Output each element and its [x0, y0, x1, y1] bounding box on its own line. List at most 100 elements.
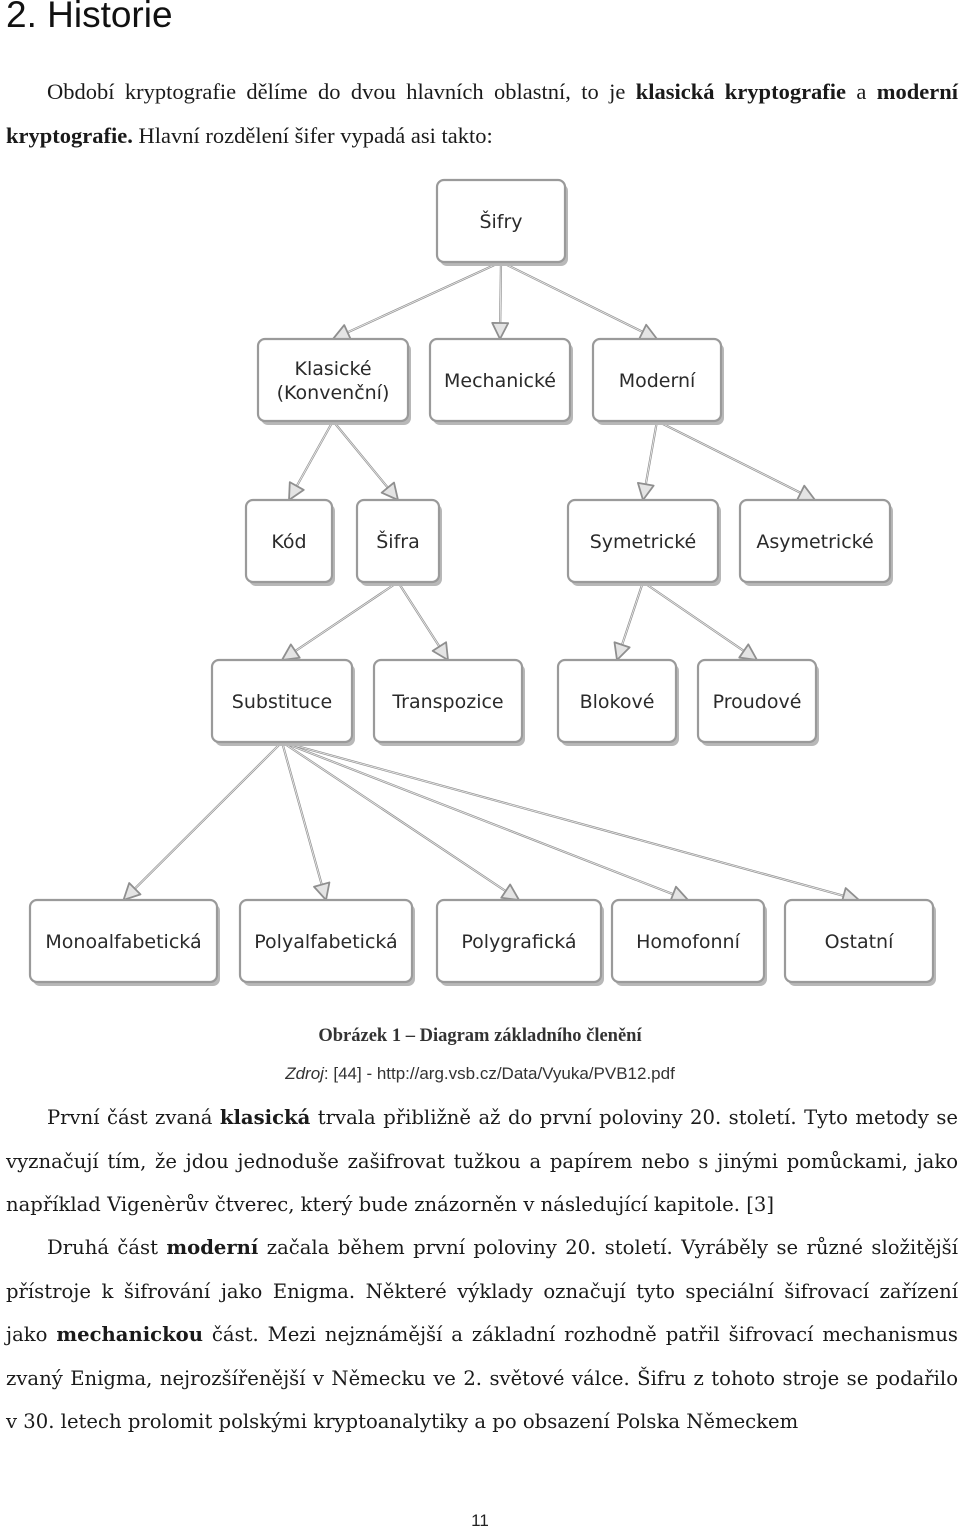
edge-line-highlight: [134, 741, 283, 890]
node-box: [28, 898, 219, 984]
diagram-edge-root-to-moderni: [500, 261, 658, 340]
p2-bold-modern: moderní: [166, 1236, 259, 1259]
page-number: 11: [471, 1511, 489, 1530]
diagram-node-blokove: Blokové: [556, 658, 679, 746]
node-box: [696, 658, 818, 744]
node-box: [783, 898, 935, 984]
arrowhead-icon: [738, 643, 758, 661]
edge-line-highlight: [621, 581, 644, 645]
node-label: Polygrafická: [461, 931, 576, 953]
node-label: Klasické: [294, 358, 371, 380]
diagram-edge-klasicke-to-kod: [288, 420, 334, 501]
intro-text-2: a: [846, 79, 877, 104]
node-label: (Konvenční): [277, 382, 390, 404]
p2-text-e: část. Mezi nejznámější a základní rozhod…: [6, 1323, 958, 1433]
node-label: Blokové: [580, 691, 655, 713]
diagram-node-symetricke: Symetrické: [566, 498, 721, 586]
figure-caption-title: Obrázek 1 – Diagram základního členění: [318, 1026, 642, 1046]
edge-line-highlight: [642, 581, 745, 652]
diagram-node-klasicke: Klasické(Konvenční): [256, 337, 411, 425]
arrowhead-icon: [500, 883, 520, 901]
diagram-edge-substituce-to-monoalfabeticka: [122, 741, 283, 901]
arrowhead-icon: [313, 881, 331, 901]
node-box: [610, 898, 766, 984]
node-box: [256, 337, 410, 423]
intro-paragraph: Období kryptografie dělíme do dvou hlavn…: [6, 70, 958, 157]
diagram-node-transpozice: Transpozice: [372, 658, 525, 746]
edge-line-highlight: [295, 581, 399, 652]
diagram-node-kod: Kód: [244, 498, 335, 586]
diagram-node-sifra: Šifra: [355, 498, 442, 586]
node-box: [435, 178, 567, 264]
diagram-node-moderni: Moderní: [591, 337, 724, 425]
intro-bold-classical: klasická kryptografie: [635, 79, 847, 104]
node-box: [591, 337, 723, 423]
node-label: Kód: [271, 531, 306, 553]
diagram-node-substituce: Substituce: [210, 658, 355, 746]
p2-text-c: začala během první poloviny 20. století.…: [6, 1236, 958, 1346]
diagram-node-proudove: Proudové: [696, 658, 819, 746]
arrowhead-icon: [638, 323, 658, 340]
diagram-node-homofonni: Homofonní: [610, 898, 767, 986]
edge-line-highlight: [281, 741, 506, 892]
intro-text-1: Období kryptografie dělíme do dvou hlavn…: [47, 79, 636, 104]
arrowhead-icon: [380, 481, 399, 501]
p2-bold-mechanical: mechanickou: [56, 1323, 203, 1346]
edge-line-highlight: [332, 420, 389, 488]
diagram-edge-sifra-to-transpozice: [397, 581, 449, 661]
node-label: Asymetrické: [756, 531, 873, 553]
node-box: [556, 658, 678, 744]
diagram-edge-moderni-to-asymetricke: [656, 420, 816, 501]
diagram-node-asymetricke: Asymetrické: [738, 498, 893, 586]
edge-line-highlight: [296, 420, 334, 487]
arrowhead-icon: [637, 481, 655, 501]
node-label: Moderní: [619, 370, 696, 392]
p1-text-a: První část zvaná: [47, 1106, 220, 1129]
p1-bold: klasická: [219, 1106, 311, 1129]
diagram-node-mechanicke: Mechanické: [428, 337, 573, 425]
edge-line-highlight: [281, 741, 844, 897]
node-label: Monoalfabetická: [45, 931, 201, 953]
arrowhead-icon: [122, 882, 142, 901]
node-label: Šifry: [479, 209, 522, 233]
node-label: Ostatní: [825, 931, 894, 953]
node-label: Proudové: [713, 691, 802, 713]
arrowhead-icon: [288, 481, 305, 501]
figure-caption-source: Zdroj: [44] - http://arg.vsb.cz/Data/Vyu…: [0, 1064, 960, 1084]
diagram-edge-sifra-to-substituce: [281, 581, 399, 661]
node-box: [210, 658, 354, 744]
node-label: Mechanické: [444, 370, 556, 392]
edge-line-highlight: [499, 261, 502, 324]
diagram-node-polyalfabeticka: Polyalfabetická: [238, 898, 415, 986]
p1-text-c: trvala přibližně až do první poloviny 20…: [6, 1106, 958, 1216]
diagram-edge-substituce-to-polygraficka: [281, 741, 520, 901]
edge-line-highlight: [645, 420, 658, 485]
node-label: Polyalfabetická: [254, 931, 397, 953]
diagram-edge-root-to-mechanicke: [491, 261, 510, 340]
diagram-node-polygraficka: Polygrafická: [435, 898, 604, 986]
edge-line-highlight: [397, 581, 440, 647]
diagram-edge-substituce-to-polyalfabeticka: [280, 741, 331, 901]
arrowhead-icon: [613, 641, 631, 661]
node-label: Substituce: [232, 691, 332, 713]
node-label: Šifra: [376, 529, 419, 553]
section-heading: 2. Historie: [6, 0, 173, 35]
intro-text-3: Hlavní rozdělení šifer vypadá asi takto:: [132, 122, 493, 148]
node-box: [566, 498, 720, 584]
diagram-edge-substituce-to-ostatni: [281, 740, 860, 905]
edge-line-highlight: [281, 741, 323, 885]
node-box: [238, 898, 414, 984]
diagram-edges: [122, 261, 860, 905]
arrowhead-icon: [491, 321, 510, 340]
diagram-edge-moderni-to-symetricke: [637, 420, 659, 501]
diagram-edge-root-to-klasicke: [332, 261, 502, 341]
diagram-node-root: Šifry: [435, 178, 568, 266]
node-box: [355, 498, 441, 584]
arrowhead-icon: [281, 643, 301, 661]
intro-bold-modern: moderní kryptografie.: [6, 79, 958, 148]
paragraph-modern: Druhá část moderní začala během první po…: [6, 1226, 958, 1444]
source-text: : [44] - http://arg.vsb.cz/Data/Vyuka/PV…: [323, 1064, 675, 1083]
diagram-edge-substituce-to-homofonni: [281, 740, 689, 903]
